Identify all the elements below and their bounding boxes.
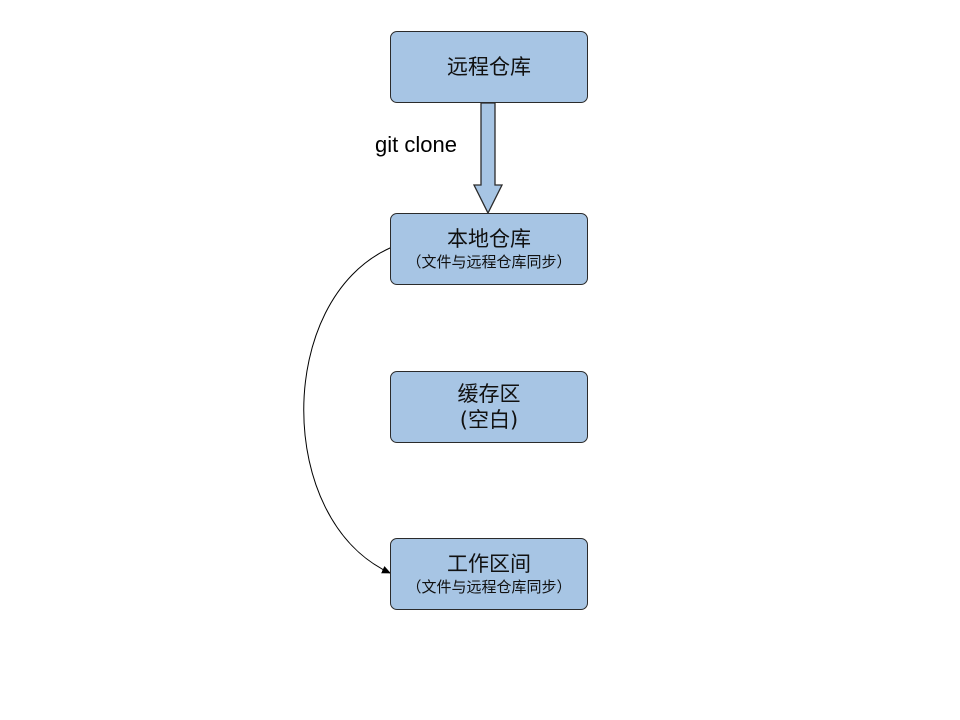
clone-block-arrow	[472, 102, 504, 215]
local-repository-title: 本地仓库	[447, 227, 531, 251]
staging-area-subtitle: (空白)	[459, 408, 519, 432]
remote-repository-title: 远程仓库	[447, 55, 531, 79]
local-repository-node: 本地仓库 （文件与远程仓库同步）	[390, 213, 588, 285]
staging-area-node: 缓存区 (空白)	[390, 371, 588, 443]
remote-repository-node: 远程仓库	[390, 31, 588, 103]
staging-area-title: 缓存区	[457, 382, 521, 406]
local-repository-subtitle: （文件与远程仓库同步）	[406, 253, 572, 271]
working-directory-title: 工作区间	[447, 552, 531, 576]
sync-curved-arrow	[303, 241, 399, 574]
git-clone-label: git clone	[375, 132, 457, 157]
working-directory-subtitle: （文件与远程仓库同步）	[406, 578, 572, 596]
working-directory-node: 工作区间 （文件与远程仓库同步）	[390, 538, 588, 610]
